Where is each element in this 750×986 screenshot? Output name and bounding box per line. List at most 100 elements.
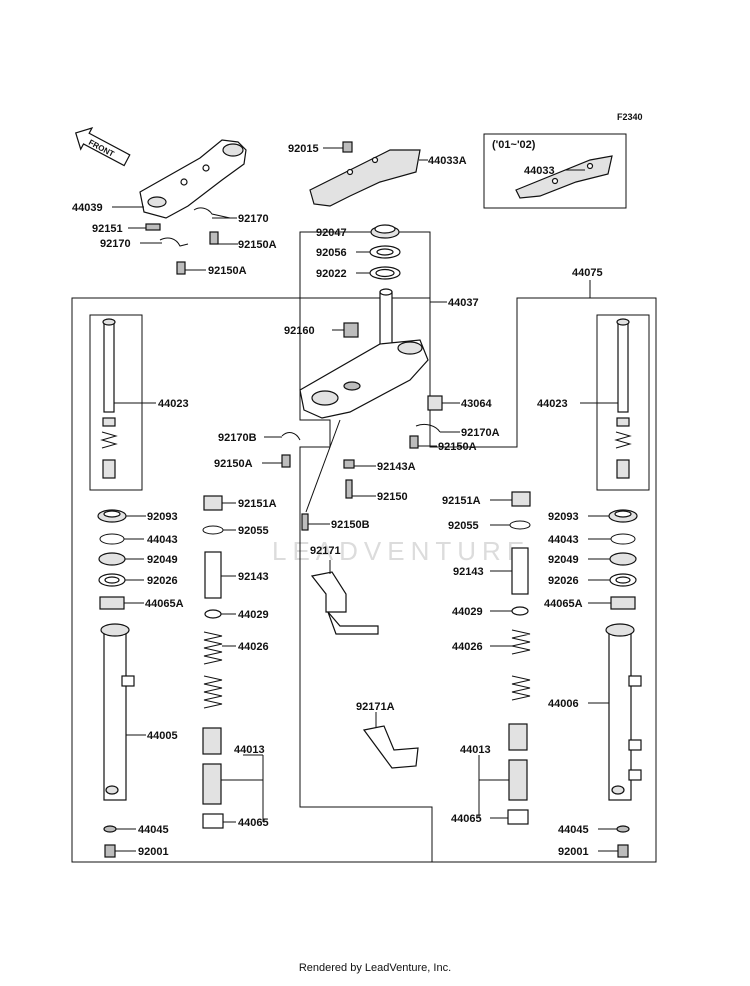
clip-92170-b bbox=[159, 237, 189, 247]
left-clip-44043 bbox=[99, 533, 125, 545]
right-washer-44045 bbox=[616, 825, 630, 833]
left-bolt-92001 bbox=[104, 844, 116, 858]
left-outer-tube-44005 bbox=[100, 623, 135, 801]
label-92093-left: 92093 bbox=[147, 511, 178, 523]
label-44043-left: 44043 bbox=[147, 534, 178, 546]
label-44005: 44005 bbox=[147, 730, 178, 742]
left-spring-44026 bbox=[203, 631, 223, 709]
ring-92022 bbox=[369, 266, 401, 280]
bolt-92015 bbox=[342, 141, 353, 153]
label-92170-b: 92170 bbox=[100, 238, 131, 250]
label-44045-left: 44045 bbox=[138, 824, 169, 836]
right-bolt-92001 bbox=[617, 844, 629, 858]
bolt-92150A-b bbox=[176, 261, 186, 275]
right-outer-tube-44006 bbox=[605, 623, 642, 801]
left-fork-box bbox=[71, 297, 433, 863]
label-92143-right: 92143 bbox=[453, 566, 484, 578]
label-92143A: 92143A bbox=[377, 461, 416, 473]
label-44026-right: 44026 bbox=[452, 641, 483, 653]
label-92160: 92160 bbox=[284, 325, 315, 337]
right-inner-44013 bbox=[508, 723, 528, 801]
inset-box bbox=[483, 133, 627, 209]
bolt-92150A-mid-right bbox=[409, 435, 419, 449]
label-44023-left: 44023 bbox=[158, 398, 189, 410]
right-washer-92026 bbox=[609, 573, 637, 587]
label-92170B: 92170B bbox=[218, 432, 257, 444]
label-92151: 92151 bbox=[92, 223, 123, 235]
label-44033A: 44033A bbox=[428, 155, 467, 167]
label-44037: 44037 bbox=[448, 297, 479, 309]
right-clip-44043 bbox=[610, 533, 636, 545]
bolt-92150 bbox=[345, 479, 353, 499]
left-seal-92049 bbox=[98, 552, 126, 566]
label-92171: 92171 bbox=[310, 545, 341, 557]
part-labels: 44033A 92015 ('01~'02) 44033 44039 92151… bbox=[72, 139, 603, 858]
label-92093-right: 92093 bbox=[548, 511, 579, 523]
label-44065A-right: 44065A bbox=[544, 598, 583, 610]
label-92056: 92056 bbox=[316, 247, 347, 259]
label-92026-left: 92026 bbox=[147, 575, 178, 587]
label-92151A-left: 92151A bbox=[238, 498, 277, 510]
label-44013-right: 44013 bbox=[460, 744, 491, 756]
label-44029-left: 44029 bbox=[238, 609, 269, 621]
label-92171A: 92171A bbox=[356, 701, 395, 713]
label-92150A-a: 92150A bbox=[238, 239, 277, 251]
label-92151A-right: 92151A bbox=[442, 495, 481, 507]
label-92150: 92150 bbox=[377, 491, 408, 503]
label-92001-right: 92001 bbox=[558, 846, 589, 858]
label-92170A: 92170A bbox=[461, 427, 500, 439]
label-92015: 92015 bbox=[288, 143, 319, 155]
label-44026-left: 44026 bbox=[238, 641, 269, 653]
clip-92170B bbox=[281, 432, 301, 441]
label-92150B: 92150B bbox=[331, 519, 370, 531]
right-cap-92151A bbox=[511, 491, 531, 507]
damper-43064 bbox=[427, 395, 443, 411]
label-44065A-left: 44065A bbox=[145, 598, 184, 610]
label-92022: 92022 bbox=[316, 268, 347, 280]
figure-code: F2340 bbox=[617, 112, 643, 122]
right-seal-92049 bbox=[609, 552, 637, 566]
right-washer-44029 bbox=[511, 606, 529, 616]
label-44065-left: 44065 bbox=[238, 817, 269, 829]
bushing-92160 bbox=[343, 322, 359, 338]
right-seal-92093 bbox=[608, 509, 638, 523]
label-92049-right: 92049 bbox=[548, 554, 579, 566]
label-92170-a: 92170 bbox=[238, 213, 269, 225]
left-cap-92151A bbox=[203, 495, 223, 511]
label-inset-years: ('01~'02) bbox=[492, 139, 536, 151]
left-cartridge-44023 bbox=[100, 318, 118, 479]
label-92047: 92047 bbox=[316, 227, 347, 239]
label-92055-right: 92055 bbox=[448, 520, 479, 532]
bracket-92171A bbox=[362, 725, 419, 769]
label-44045-right: 44045 bbox=[558, 824, 589, 836]
clip-92170A bbox=[415, 423, 441, 433]
label-92026-right: 92026 bbox=[548, 575, 579, 587]
label-44023-right: 44023 bbox=[537, 398, 568, 410]
right-cartridge-44023 bbox=[614, 318, 632, 479]
right-spring-44026 bbox=[511, 629, 531, 701]
left-spacer-92143 bbox=[204, 551, 222, 599]
label-44013-left: 44013 bbox=[234, 744, 265, 756]
bolt-92150A-mid-left bbox=[281, 454, 291, 468]
steering-stem-44037 bbox=[299, 288, 429, 419]
right-bushing-44065 bbox=[507, 809, 529, 825]
label-92150A-mid-left: 92150A bbox=[214, 458, 253, 470]
label-44039: 44039 bbox=[72, 202, 103, 214]
label-92143-left: 92143 bbox=[238, 571, 269, 583]
left-inner-44013 bbox=[202, 727, 222, 805]
inset-cover-44033 bbox=[515, 155, 613, 199]
bolt-92150A-a bbox=[209, 231, 219, 245]
cover-44033A bbox=[309, 149, 421, 207]
label-44075: 44075 bbox=[572, 267, 603, 279]
washer-92056 bbox=[369, 245, 401, 259]
label-43064: 43064 bbox=[461, 398, 492, 410]
upper-bracket-44039 bbox=[139, 139, 247, 219]
label-92049-left: 92049 bbox=[147, 554, 178, 566]
left-washer-92026 bbox=[98, 573, 126, 587]
left-oring-92055 bbox=[202, 525, 224, 535]
right-spacer-92143 bbox=[511, 547, 529, 595]
bolt-92150B bbox=[301, 513, 309, 531]
left-washer-44045 bbox=[103, 825, 117, 833]
